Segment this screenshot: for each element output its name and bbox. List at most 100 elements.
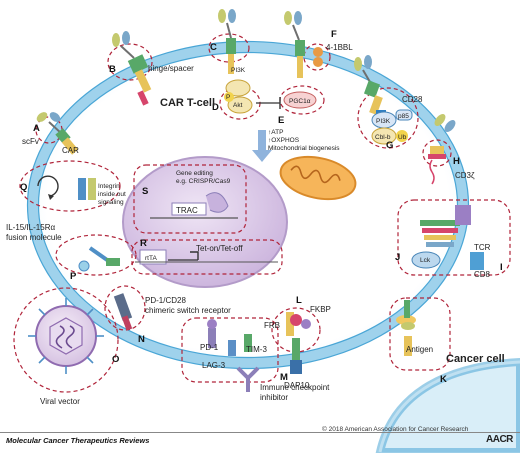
- label-tim3: TIM-3: [246, 345, 267, 354]
- letter-f: F: [331, 29, 337, 40]
- label-cd3z: CD3ζ: [455, 171, 475, 180]
- label-mito: Mitochondrial biogenesis: [268, 145, 340, 152]
- signaling-nodes: [224, 79, 413, 145]
- tcr-complex: [420, 205, 484, 270]
- footer-rule: [0, 432, 520, 433]
- letter-a: A: [33, 123, 40, 134]
- letter-b: B: [109, 64, 116, 75]
- label-oxphos: ↑OXPHOS: [268, 137, 300, 144]
- footer-copyright: © 2018 American Association for Cancer R…: [322, 426, 469, 433]
- car-receptor-f: [284, 11, 323, 78]
- letter-j: J: [395, 252, 400, 263]
- label-il15-2: fusion molecule: [6, 233, 62, 242]
- label-p: P: [226, 94, 230, 101]
- label-pd1cd28-1: PD-1/CD28: [145, 296, 186, 305]
- label-gene-1: Gene editing: [176, 170, 213, 177]
- footer-journal: Molecular Cancer Therapeutics Reviews: [6, 436, 150, 445]
- mitochondrion: [279, 155, 357, 201]
- label-trac: TRAC: [176, 206, 198, 215]
- label-akt: Akt: [233, 102, 243, 109]
- letter-d: D: [212, 102, 219, 113]
- label-p85: p85: [398, 113, 409, 120]
- cancer-title: Cancer cell: [446, 353, 505, 365]
- aacr-logo: AACR: [486, 434, 513, 445]
- box-h: [422, 139, 452, 167]
- labels: CAR T-cell Cancer cell scFv CAR hinge/sp…: [6, 43, 505, 406]
- label-ici-2: inhibitor: [260, 393, 288, 402]
- label-pgc: PGC1α: [289, 98, 311, 105]
- label-antigen: Antigen: [406, 345, 433, 354]
- box-k: [389, 297, 451, 371]
- letter-e: E: [278, 115, 284, 126]
- label-lag3: LAG-3: [202, 361, 226, 370]
- letter-m: M: [280, 372, 288, 383]
- label-integrin-2: inside out: [98, 191, 126, 198]
- gene-constructs: [135, 192, 278, 265]
- panel-letters: A B C D E F G H I J K L M N O P Q R S: [20, 29, 503, 385]
- box-m: [181, 317, 279, 383]
- letter-g: G: [386, 140, 393, 151]
- letter-s: S: [142, 186, 148, 197]
- highlight-boxes: [13, 33, 511, 393]
- letter-p: P: [70, 271, 77, 282]
- label-atp: ↑ATP: [268, 129, 283, 136]
- box-b: [107, 43, 153, 81]
- box-r: [131, 239, 283, 275]
- letter-o: O: [112, 354, 119, 365]
- label-fkbp: FKBP: [310, 305, 331, 314]
- letter-i: I: [500, 262, 503, 273]
- label-pd1cd28-2: chimeric switch receptor: [145, 306, 231, 315]
- box-p: [55, 234, 137, 276]
- label-41bbl: 4-1BBL: [326, 43, 353, 52]
- letter-q: Q: [20, 182, 27, 193]
- metabolism-arrow: [252, 130, 272, 162]
- car-receptor-a: [36, 112, 79, 155]
- box-i: [397, 199, 511, 276]
- label-ub: Ub: [398, 134, 407, 141]
- label-pd1: PD-1: [200, 343, 219, 352]
- frb-fkbp-switch: [286, 312, 311, 374]
- letter-n: N: [138, 334, 145, 345]
- label-pi3k: PI3K: [231, 67, 246, 74]
- box-o: [13, 287, 119, 393]
- car-receptor-c: [218, 9, 236, 74]
- box-g: [357, 87, 419, 149]
- label-gene-2: e.g. CRISPR/Cas9: [176, 178, 231, 185]
- label-hinge: hinge/spacer: [148, 64, 194, 73]
- label-rtta: rtTA: [145, 255, 157, 262]
- integrin-signaling: [37, 175, 96, 200]
- box-n: [104, 285, 146, 331]
- label-il15-1: IL-15/IL-15Rα: [6, 223, 55, 232]
- label-viral: Viral vector: [40, 397, 80, 406]
- label-pi3k-g: PI3K: [376, 118, 391, 125]
- label-car: CAR: [62, 146, 79, 155]
- letter-r: R: [140, 238, 147, 249]
- label-integrin-1: Integrin: [98, 183, 120, 190]
- label-tcr: TCR: [474, 243, 491, 252]
- letter-h: H: [453, 156, 460, 167]
- pd1-cd28-switch-receptor: [113, 293, 133, 331]
- letter-l: L: [296, 295, 302, 306]
- car-receptor-h: [428, 114, 456, 185]
- label-integrin-3: signaling: [98, 199, 124, 206]
- lck-kinase: [411, 251, 441, 269]
- label-frb: FRB: [264, 321, 280, 330]
- label-ici-1: Immune checkpoint: [260, 383, 330, 392]
- letter-k: K: [440, 374, 447, 385]
- label-teton: Tet-on/Tet-off: [196, 244, 243, 253]
- label-scfv: scFv: [22, 137, 39, 146]
- label-lck: Lck: [420, 257, 431, 264]
- box-s: [133, 164, 247, 234]
- cell-title: CAR T-cell: [160, 97, 215, 109]
- letter-c: C: [210, 42, 217, 53]
- checkpoint-receptors: [207, 319, 260, 392]
- il15-fusion-molecule: [78, 246, 120, 272]
- car-receptor-g: [354, 55, 386, 120]
- label-cd8: CD8: [474, 270, 491, 279]
- box-q: [19, 160, 121, 212]
- viral-spikes: [28, 298, 104, 374]
- label-dap10: DAP10: [284, 381, 310, 390]
- car-receptor-b: [112, 31, 152, 106]
- box-f: [303, 43, 331, 71]
- label-cblb: Cbl-b: [375, 134, 391, 141]
